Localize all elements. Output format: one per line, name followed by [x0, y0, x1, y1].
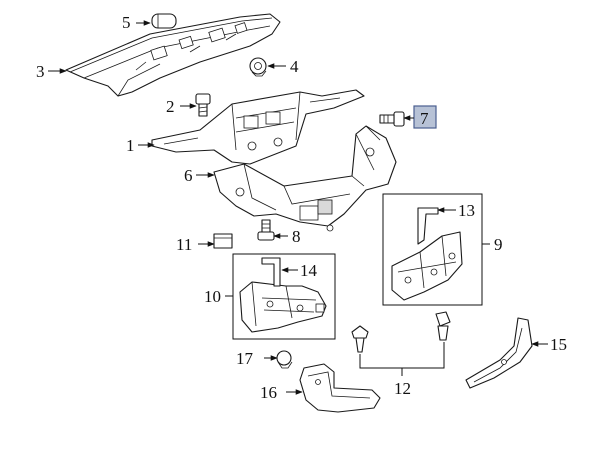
- side-step-part-15: [465, 317, 533, 389]
- callout-15: 15: [550, 335, 567, 354]
- pad-part-11: [213, 233, 233, 249]
- callout-12: 12: [394, 379, 411, 398]
- callout-6: 6: [184, 166, 193, 185]
- bumper-bracket-part: [151, 89, 365, 165]
- group-box-9: [382, 193, 483, 306]
- callout-11: 11: [176, 235, 192, 254]
- corner-cover-part-16: [299, 363, 381, 413]
- callout-16: 16: [260, 383, 277, 402]
- pin-part-14: [261, 257, 281, 287]
- callout-5: 5: [122, 13, 131, 32]
- callout-9: 9: [494, 235, 503, 254]
- callout-14: 14: [300, 261, 318, 280]
- clip-part-4: [249, 57, 267, 77]
- callout-1: 1: [126, 136, 135, 155]
- rear-step-bumper-part: [65, 13, 281, 97]
- plug-part: [151, 13, 177, 29]
- clip-part-12a: [351, 325, 369, 353]
- callout-17: 17: [236, 349, 254, 368]
- callout-13: 13: [458, 201, 475, 220]
- pin-part-13: [417, 207, 439, 245]
- clip-part-12b: [435, 311, 451, 341]
- clip-part-17: [276, 350, 293, 369]
- callout-10: 10: [204, 287, 221, 306]
- bolt-part-2: [195, 93, 211, 117]
- bracket-part-9: [391, 231, 463, 301]
- callout-2: 2: [166, 97, 175, 116]
- callout-4: 4: [290, 57, 299, 76]
- leader-lines: [48, 20, 548, 395]
- callout-3: 3: [36, 62, 45, 81]
- callout-7: 7: [420, 109, 429, 128]
- hitch-receiver-part: [213, 125, 397, 232]
- bracket-part-10: [239, 281, 327, 333]
- callout-8: 8: [292, 227, 301, 246]
- bolt-part-8: [257, 219, 275, 241]
- callout-7-highlight: [413, 105, 437, 129]
- bolt-part-7: [379, 111, 405, 127]
